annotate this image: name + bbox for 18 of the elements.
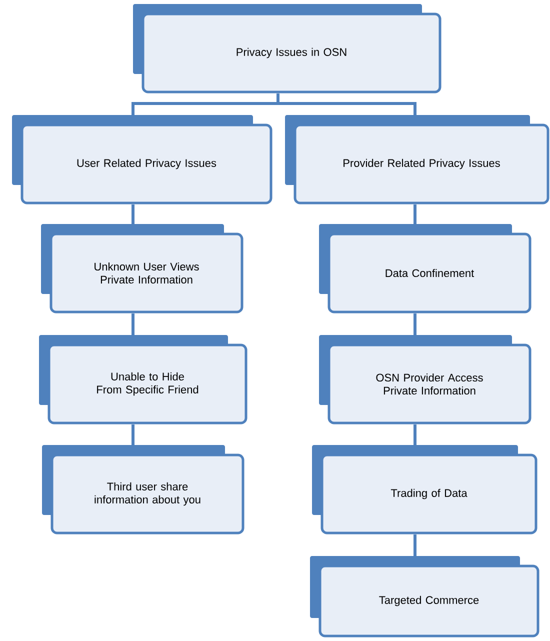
connector-line bbox=[132, 204, 134, 224]
process-box: Unknown User Views Private Information bbox=[41, 224, 244, 314]
connector-line bbox=[414, 204, 416, 224]
process-box: Trading of Data bbox=[312, 445, 538, 534]
process-box: Targeted Commerce bbox=[310, 556, 540, 638]
process-box: OSN Provider Access Private Information bbox=[319, 335, 532, 424]
connector-line bbox=[132, 314, 134, 335]
process-box: Third user share information about you bbox=[42, 445, 244, 534]
connector-line bbox=[414, 424, 416, 445]
connector-line bbox=[132, 424, 134, 445]
process-box: Privacy Issues in OSN bbox=[133, 4, 442, 94]
process-box: Provider Related Privacy Issues bbox=[285, 115, 550, 204]
process-box: Data Confinement bbox=[319, 224, 532, 314]
connector-line bbox=[276, 94, 416, 115]
process-box: Unable to Hide From Specific Friend bbox=[39, 335, 248, 424]
process-box: User Related Privacy Issues bbox=[12, 115, 272, 204]
connector-line bbox=[414, 534, 416, 556]
connector-line bbox=[414, 314, 416, 335]
